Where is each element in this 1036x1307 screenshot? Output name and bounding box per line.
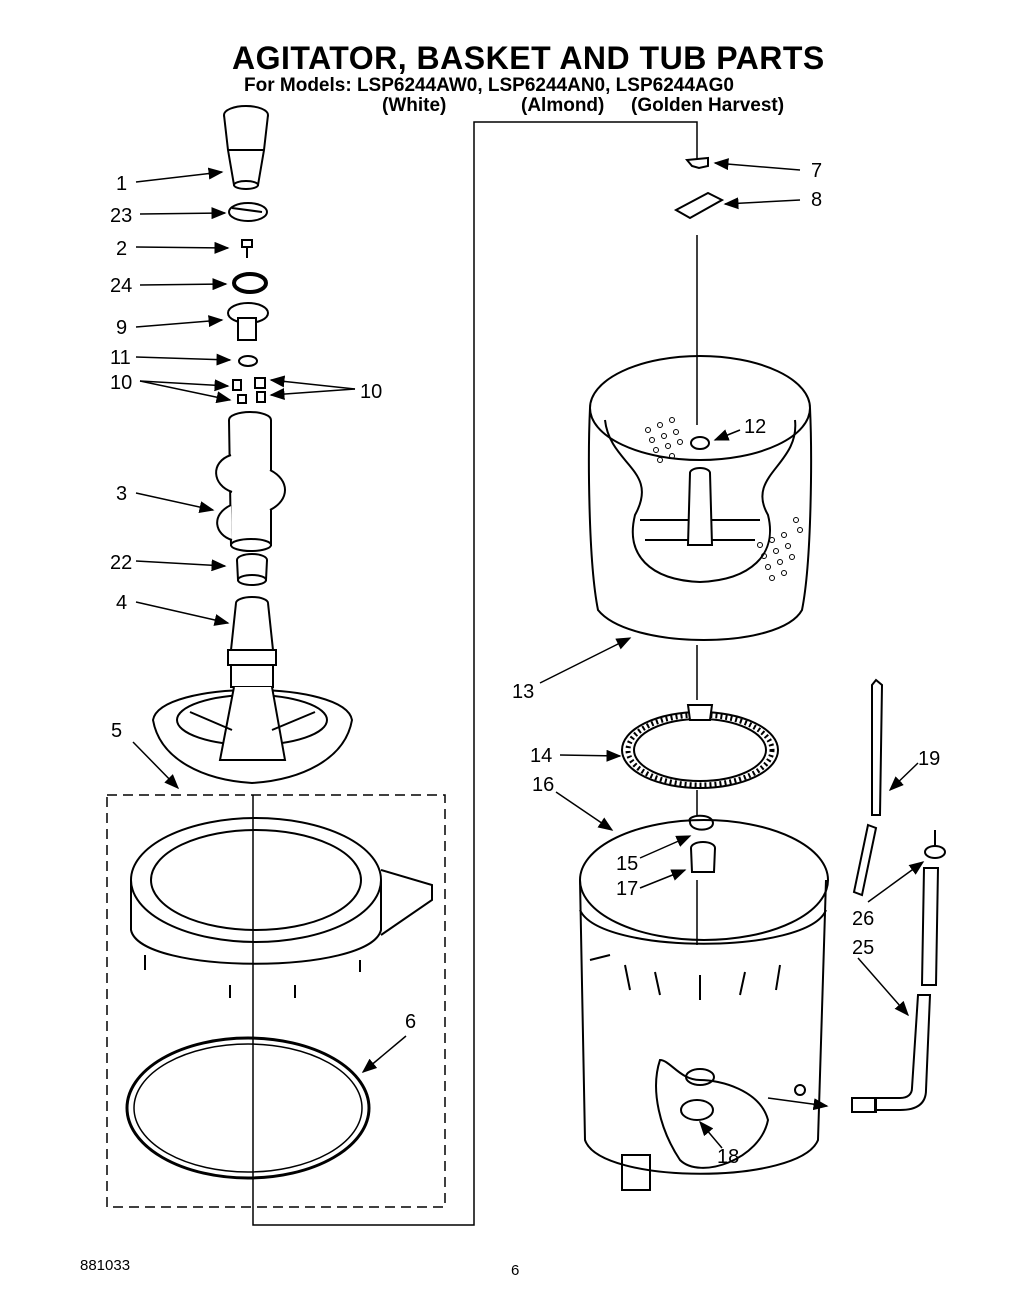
part-4-drive-block [227, 596, 277, 688]
part-19-hose [852, 678, 884, 897]
callout-10-right: 10 [360, 381, 382, 403]
part-11-retainer [238, 355, 258, 367]
callout-4: 4 [116, 592, 127, 614]
part-7-cap [685, 156, 709, 170]
callout-26: 26 [852, 908, 874, 930]
part-9-cam-drive [227, 302, 269, 341]
footer-code: 881033 [80, 1257, 131, 1274]
part-12-nut [690, 436, 710, 450]
callout-5: 5 [111, 720, 122, 742]
part-5-hub [151, 686, 354, 785]
callout-25: 25 [852, 937, 874, 959]
callout-6: 6 [405, 1011, 416, 1033]
dashed-group-box [106, 794, 446, 1208]
basket-post [686, 467, 714, 546]
basket-perforations [645, 417, 803, 581]
callout-22: 22 [110, 552, 132, 574]
callout-9: 9 [116, 317, 127, 339]
part-17-bearing [690, 841, 716, 873]
part-22-coupling [236, 553, 268, 586]
part-2-bolt [241, 239, 253, 258]
part-1-agitator-cap [223, 105, 269, 190]
part-25-hose [851, 867, 940, 1113]
callout-12: 12 [744, 416, 766, 438]
part-8-nut [673, 191, 725, 220]
callout-10-left: 10 [110, 372, 132, 394]
callout-14: 14 [530, 745, 552, 767]
part-6-gasket [125, 1036, 371, 1180]
callout-24: 24 [110, 275, 132, 297]
part-15-clip [688, 814, 715, 831]
callout-1: 1 [116, 173, 127, 195]
callout-17: 17 [616, 878, 638, 900]
part-26-clamp [924, 830, 946, 859]
callout-8: 8 [811, 189, 822, 211]
part-10-dogs [232, 377, 266, 404]
callout-13: 13 [512, 681, 534, 703]
callout-16: 16 [532, 774, 554, 796]
page-title: AGITATOR, BASKET AND TUB PARTS [232, 40, 825, 76]
tub-ring [130, 817, 433, 998]
connector-lines [252, 121, 698, 1226]
part-3-agitator [215, 411, 286, 552]
callout-11: 11 [110, 347, 131, 369]
callout-2: 2 [116, 238, 127, 260]
callout-19: 19 [918, 748, 940, 770]
callout-3: 3 [116, 483, 127, 505]
color-white-label: (White) [382, 95, 447, 116]
models-line: For Models: LSP6244AW0, LSP6244AN0, LSP6… [244, 75, 734, 96]
part-16-outer-tub [579, 819, 829, 1191]
callout-18: 18 [717, 1146, 739, 1168]
part-23-cam [228, 202, 268, 222]
part-24-ring [232, 272, 268, 294]
callout-7: 7 [811, 160, 822, 182]
callout-23: 23 [110, 205, 132, 227]
footer-page-number: 6 [511, 1262, 520, 1279]
callout-15: 15 [616, 853, 638, 875]
leader-arrows [132, 158, 925, 1149]
callout-labels: 1 23 2 24 9 11 10 10 3 22 4 5 6 7 8 12 1… [110, 160, 940, 1168]
color-golden-label: (Golden Harvest) [631, 95, 785, 116]
part-14-ring [621, 704, 779, 789]
color-almond-label: (Almond) [521, 95, 605, 116]
